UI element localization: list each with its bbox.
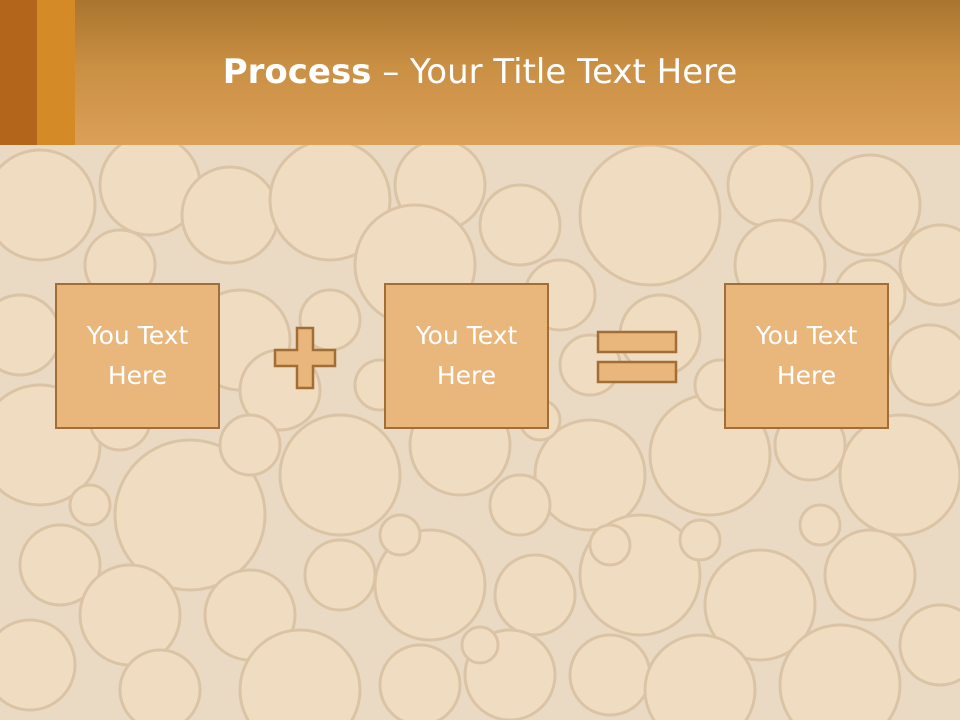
header-accent-dark xyxy=(0,0,37,145)
equals-icon xyxy=(596,330,678,384)
header-band: Process – Your Title Text Here xyxy=(0,0,960,145)
title-rest-part: – Your Title Text Here xyxy=(371,52,738,92)
process-box-1[interactable]: You Text Here xyxy=(55,283,220,429)
process-box-1-label: You Text Here xyxy=(86,321,189,390)
background-wash xyxy=(0,145,960,720)
slide-title[interactable]: Process – Your Title Text Here xyxy=(0,52,960,92)
process-box-2[interactable]: You Text Here xyxy=(384,283,549,429)
process-box-3[interactable]: You Text Here xyxy=(724,283,889,429)
process-box-3-label: You Text Here xyxy=(755,321,858,390)
wood-log-background xyxy=(0,145,960,720)
plus-icon xyxy=(273,326,337,390)
header-accent-light xyxy=(37,0,75,145)
title-bold-part: Process xyxy=(222,52,372,92)
process-box-2-label: You Text Here xyxy=(415,321,518,390)
